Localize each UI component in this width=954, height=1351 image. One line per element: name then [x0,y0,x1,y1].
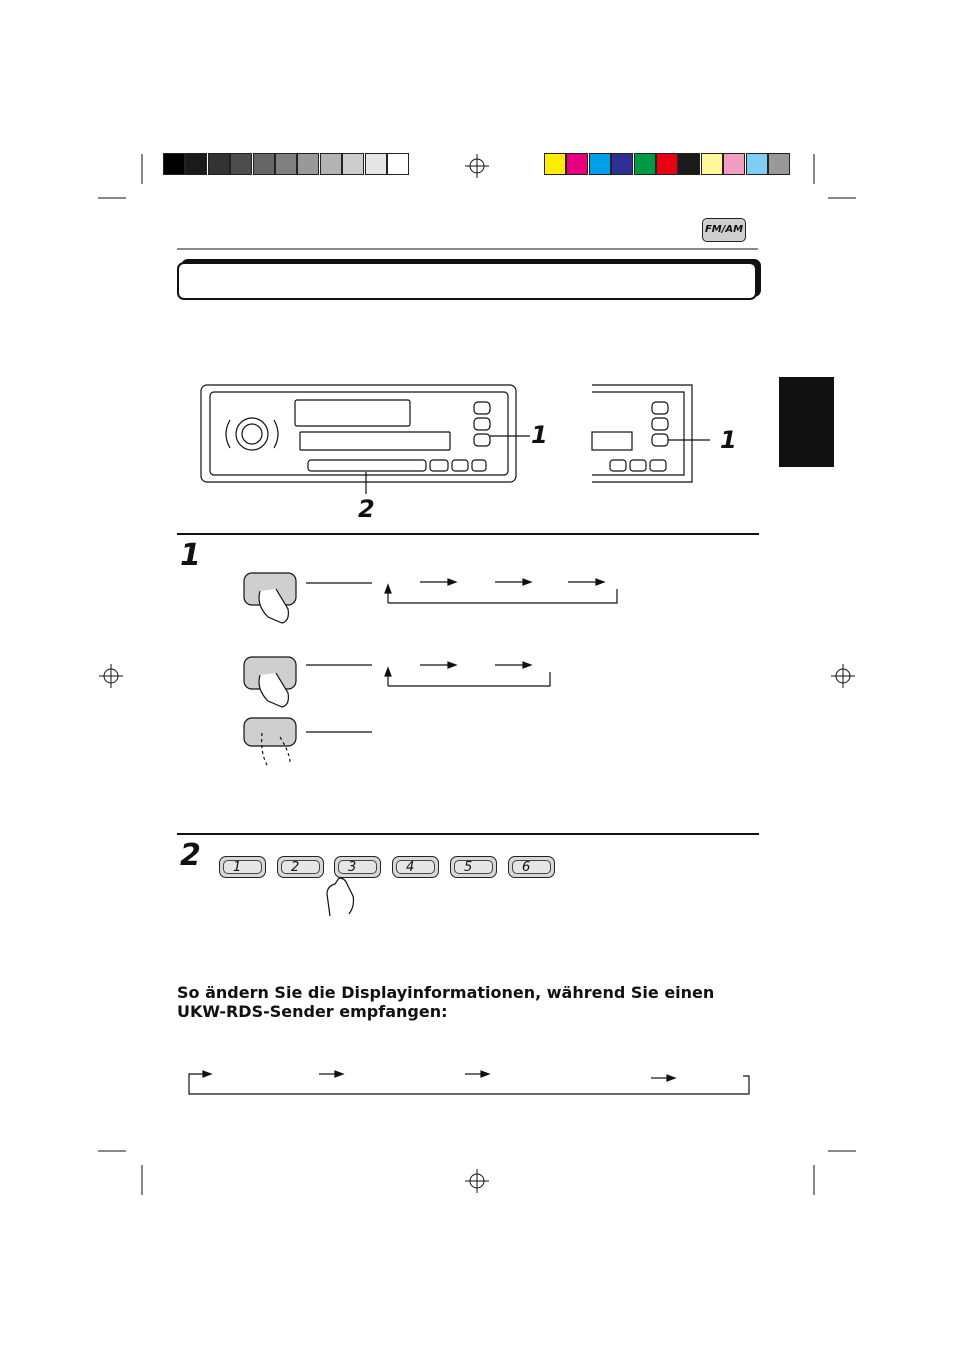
diagram-callout-2: 2 [358,495,375,523]
display-cycle-diagram [188,1070,750,1095]
gray-swatch [207,153,230,175]
color-swatch [768,153,790,175]
preset-key-5[interactable]: 5 [450,856,497,878]
step1-rule [177,533,759,535]
color-swatch [656,153,678,175]
step1-illustration [243,572,618,768]
color-swatch [544,153,566,175]
diagram-callout-1-right: 1 [720,426,737,454]
preset-key-4[interactable]: 4 [392,856,439,878]
step2-number: 2 [180,838,201,873]
color-swatch [611,153,634,175]
section-title-banner [177,262,757,300]
color-swatch [588,153,611,175]
color-swatch [745,153,768,175]
gray-swatch [185,153,208,175]
preset-key-3[interactable]: 3 [334,856,381,878]
car-stereo-diagram [200,384,710,494]
gray-swatch [163,153,185,175]
color-swatch [700,153,723,175]
fm-am-mode-icon: FM/AM [702,218,746,242]
section-heading: So ändern Sie die Displayinformationen, … [177,983,715,1021]
color-swatch [633,153,656,175]
gray-swatch [230,153,253,175]
preset-key-6[interactable]: 6 [508,856,555,878]
registration-mark-top [465,154,489,178]
step1-number: 1 [180,538,201,573]
preset-key-2[interactable]: 2 [277,856,324,878]
gray-swatch [252,153,275,175]
gray-swatch [364,153,387,175]
gray-swatch [387,153,409,175]
registration-mark-right [831,664,855,688]
color-swatch [566,153,589,175]
gray-swatch [342,153,365,175]
registration-mark-bottom [465,1169,489,1193]
gray-swatch [275,153,297,175]
gray-swatch [319,153,342,175]
finger-press-icon [326,877,355,917]
color-swatch [678,153,701,175]
color-swatch [723,153,746,175]
preset-key-1[interactable]: 1 [219,856,266,878]
diagram-callout-1-left: 1 [531,421,548,449]
step2-rule [177,833,759,835]
gray-swatch [297,153,320,175]
mode-button-hold [243,717,297,747]
language-tab [779,377,834,467]
registration-mark-left [99,664,123,688]
